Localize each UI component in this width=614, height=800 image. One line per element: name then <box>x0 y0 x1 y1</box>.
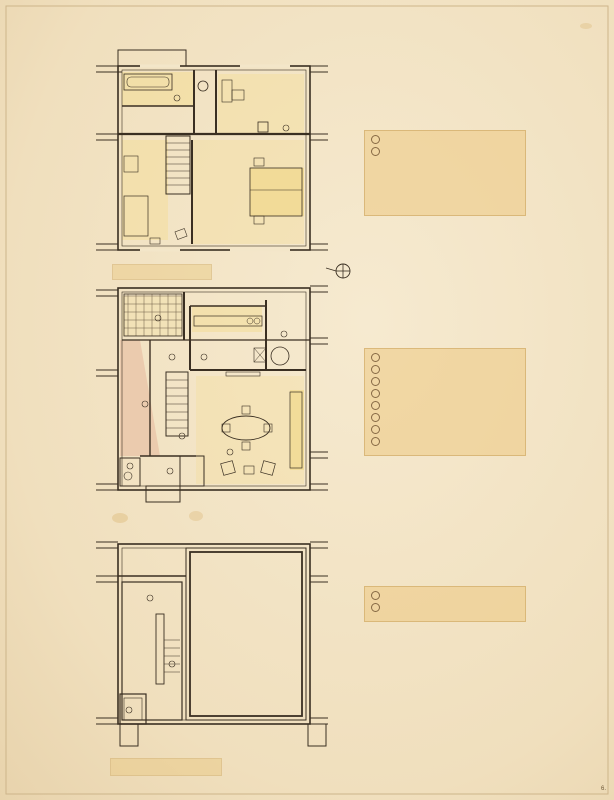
legend-line <box>371 437 519 449</box>
legend-line <box>371 377 519 389</box>
sheet-number: 6. <box>600 786 606 792</box>
legend-ground-floor <box>364 348 526 456</box>
legend-line <box>371 425 519 437</box>
legend-marker <box>371 353 380 362</box>
basement-label <box>110 758 222 776</box>
legend-line <box>371 353 519 365</box>
legend-marker <box>371 603 380 612</box>
legend-line <box>371 603 519 615</box>
upper-floor-label <box>112 264 212 280</box>
legend-marker <box>371 365 380 374</box>
legend-line <box>371 135 519 147</box>
north-arrow-icon <box>325 263 351 279</box>
legend-line <box>371 147 519 159</box>
legend-marker <box>371 389 380 398</box>
legend-line <box>371 389 519 401</box>
legend-basement <box>364 586 526 622</box>
legend-marker <box>371 437 380 446</box>
legend-marker <box>371 413 380 422</box>
legend-marker <box>371 377 380 386</box>
ground-floor-plan <box>96 285 328 503</box>
legend-line <box>371 365 519 377</box>
legend-marker <box>371 147 380 156</box>
legend-upper-floor <box>364 130 526 216</box>
legend-marker <box>371 425 380 434</box>
legend-line <box>371 413 519 425</box>
upper-floor-plan <box>96 49 328 252</box>
legend-marker <box>371 401 380 410</box>
legend-line <box>371 591 519 603</box>
legend-marker <box>371 591 380 600</box>
sheet-border <box>5 5 609 795</box>
basement-plan <box>96 541 328 747</box>
legend-marker <box>371 135 380 144</box>
legend-line <box>371 401 519 413</box>
